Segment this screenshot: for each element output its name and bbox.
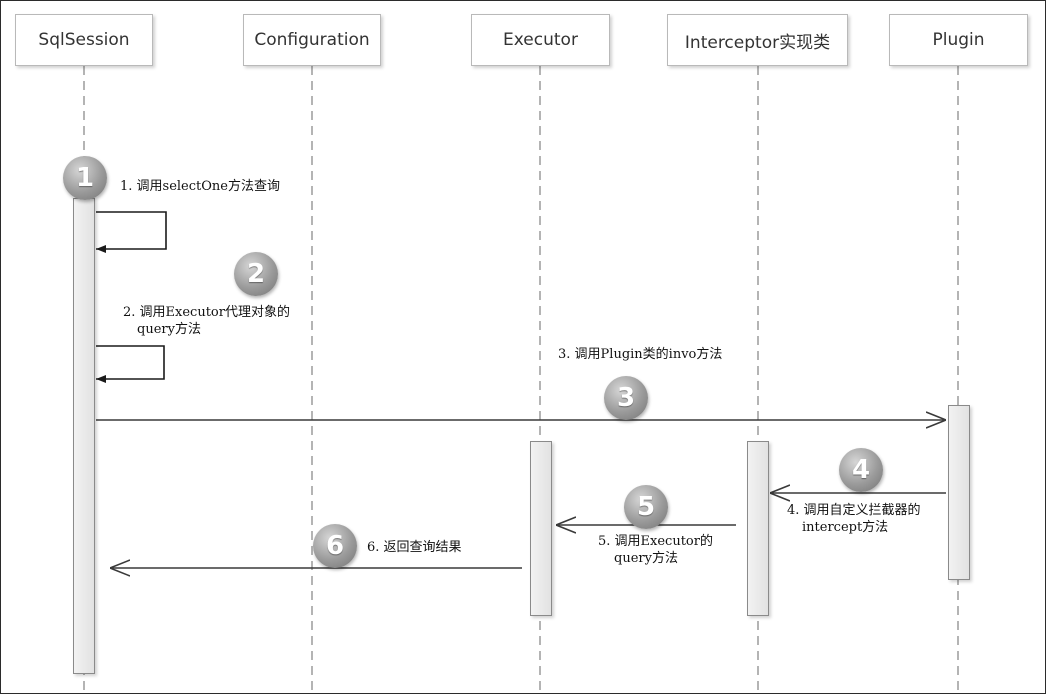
step-badge-2: 2 xyxy=(234,252,278,296)
step-badge-3: 3 xyxy=(604,376,648,420)
activation-sqlsession xyxy=(73,198,95,674)
step-badge-4: 4 xyxy=(839,448,883,492)
participant-plugin: Plugin xyxy=(889,14,1028,66)
step-label-5-line-2: query方法 xyxy=(614,551,678,566)
step-label-1: 1. 调用selectOne方法查询 xyxy=(120,178,280,195)
participant-interceptor: Interceptor实现类 xyxy=(667,14,848,66)
activation-interceptor xyxy=(747,441,769,616)
participant-configuration: Configuration xyxy=(243,14,381,66)
activation-executor xyxy=(530,441,552,616)
step-label-3-line-1: 3. 调用Plugin类的invo方法 xyxy=(558,347,723,362)
step-badge-6: 6 xyxy=(313,524,357,568)
step-label-2-line-2: query方法 xyxy=(137,322,201,337)
step-label-2-line-1: 2. 调用Executor代理对象的 xyxy=(123,305,290,320)
step-label-3: 3. 调用Plugin类的invo方法 xyxy=(558,346,722,363)
step-badge-1: 1 xyxy=(63,156,107,200)
activation-plugin xyxy=(948,405,970,580)
step-label-4-line-2: intercept方法 xyxy=(802,520,889,535)
step-label-2: 2. 调用Executor代理对象的 query方法 xyxy=(123,304,290,338)
step-label-6: 6. 返回查询结果 xyxy=(367,539,462,556)
step-label-5: 5. 调用Executor的 query方法 xyxy=(598,533,713,567)
self-call-arrow-2 xyxy=(96,345,165,383)
step-label-6-line-1: 6. 返回查询结果 xyxy=(367,540,462,555)
participant-executor: Executor xyxy=(471,14,610,66)
participant-sqlsession: SqlSession xyxy=(15,14,153,66)
step-label-4-line-1: 4. 调用自定义拦截器的 xyxy=(787,503,921,518)
step-label-1-line-1: 1. 调用selectOne方法查询 xyxy=(120,179,280,194)
step-badge-5: 5 xyxy=(624,485,668,529)
self-call-arrow-1 xyxy=(96,211,167,253)
step-label-4: 4. 调用自定义拦截器的 intercept方法 xyxy=(787,502,921,536)
step-label-5-line-1: 5. 调用Executor的 xyxy=(598,534,713,549)
